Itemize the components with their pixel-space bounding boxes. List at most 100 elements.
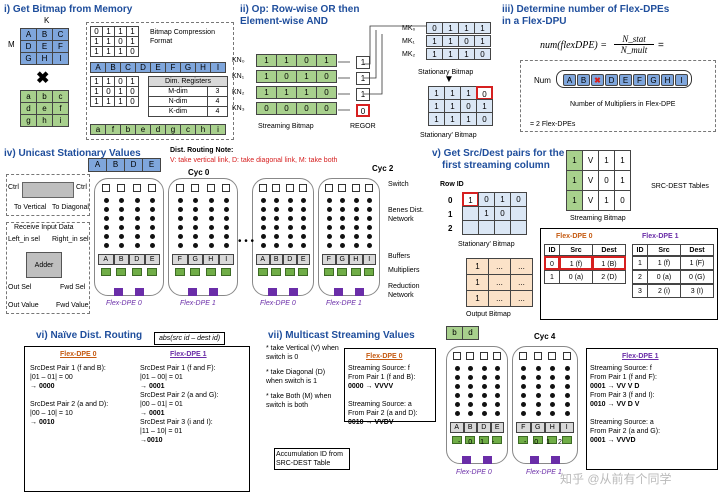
adder-node-icon <box>551 456 560 464</box>
kn-cell: 1 <box>256 70 277 83</box>
layer-switch: Switch <box>388 181 409 188</box>
network-node <box>134 234 140 239</box>
output-bitmap-cell: 1 <box>466 258 489 275</box>
network-node <box>177 225 183 230</box>
network-node <box>535 366 541 371</box>
switch-icon <box>117 184 126 192</box>
streaming-small-cell: 0 <box>598 170 615 191</box>
stationary-prime-cell: 1 <box>428 99 445 113</box>
network-node <box>521 375 527 380</box>
network-node <box>367 234 373 239</box>
mk-label: MK₁ <box>402 38 415 45</box>
network-node <box>150 234 156 239</box>
text-line: From Pair 1 (f and B): <box>348 374 416 381</box>
multicast-top-value: b <box>446 326 463 340</box>
network-node <box>340 243 346 248</box>
network-node <box>367 198 373 203</box>
formula-fraction: N_stat N_mult <box>614 34 654 55</box>
cyc4-label: Cyc 4 <box>534 332 556 341</box>
or-result-cell: 1 <box>356 56 370 69</box>
mk-cell: 1 <box>474 35 491 47</box>
switch-icon <box>519 352 528 360</box>
layer-multipliers: Multipliers <box>388 267 420 274</box>
streaming-small-cell: 1 <box>566 170 583 191</box>
accum-label: Accumulation ID from SRC-DEST Table <box>274 448 350 470</box>
stationary-prime-cell: 1 <box>428 86 445 100</box>
text-line: From Pair 2 (a and D): <box>348 410 418 417</box>
mk-cell: 0 <box>426 22 443 34</box>
bitmap-k-value: e <box>135 124 151 135</box>
text-line: SrcDest Pair 1 (f and F): <box>140 365 216 372</box>
streaming-small-cell: V <box>582 170 599 191</box>
network-node <box>454 366 460 371</box>
network-node <box>274 207 280 212</box>
buffer-cell: I <box>559 422 574 433</box>
buffer-cell: D <box>129 254 145 265</box>
buffer-cell: F <box>172 254 188 265</box>
row-id: 0 <box>448 196 453 205</box>
flexdpe-result: = 2 Flex-DPEs <box>530 121 576 128</box>
dim-value: 4 <box>207 106 228 117</box>
stationary-small-cell <box>494 220 511 235</box>
network-node <box>468 375 474 380</box>
text-line: From Pair 1 (f and F): <box>590 374 657 381</box>
output-bitmap-cell: ... <box>510 274 533 291</box>
section-title-flexdpe: iii) Determine number of Flex-DPEs <box>502 4 670 15</box>
network-node <box>326 198 332 203</box>
mk-cell: 1 <box>442 48 459 60</box>
table-cell: 1 (f) <box>647 256 681 270</box>
network-node <box>550 411 556 416</box>
ellipsis: • • • <box>238 236 255 247</box>
multicast-dpe1-label: Flex-DPE 1 <box>526 469 562 476</box>
switch-icon <box>148 184 157 192</box>
srcdest-dpe0-title: Flex-DPE 0 <box>556 233 593 240</box>
switch-icon <box>562 352 571 360</box>
network-node <box>564 366 570 371</box>
row-id: 2 <box>448 224 453 233</box>
stationary-prime-cell: 0 <box>460 99 477 113</box>
stationary-prime-cell: 1 <box>476 99 493 113</box>
network-node <box>193 225 199 230</box>
network-node <box>193 207 199 212</box>
network-node <box>208 207 214 212</box>
table-cell: 1 (F) <box>680 256 714 270</box>
network-node <box>287 198 293 203</box>
multicast-note: * take Both (M) when switch is both <box>266 393 332 409</box>
network-node <box>119 207 125 212</box>
unicast-top-value: A <box>88 158 107 172</box>
bitmap-m-value: E <box>150 62 166 73</box>
switch-icon <box>533 352 542 360</box>
bitmap-k-value: b <box>120 124 136 135</box>
text-line: 0000 → VVVV <box>348 383 394 390</box>
stationary-small-label: Stationary' Bitmap <box>458 241 515 248</box>
table-header: Src <box>559 244 593 256</box>
network-node <box>134 243 140 248</box>
text-line: 0001 → VVVD <box>590 437 636 444</box>
bitmap-k-value: c <box>180 124 196 135</box>
row-id: 1 <box>448 210 453 219</box>
network-node <box>564 384 570 389</box>
section-title-srcdest: v) Get Src/Dest pairs for the <box>432 148 565 159</box>
network-node <box>134 216 140 221</box>
unicast-dpe1-label: Flex-DPE 1 <box>180 300 216 307</box>
routing-note-title: Dist. Routing Note: <box>170 147 234 154</box>
multiplier-icon <box>364 268 375 276</box>
formula-num: N_stat <box>614 34 654 45</box>
arrow-down-icon: ▼ <box>444 74 454 85</box>
formula-eq: = <box>658 40 664 51</box>
buffer-cell: H <box>349 254 363 265</box>
adder-out-value: Out Value <box>8 302 39 309</box>
network-node <box>353 198 359 203</box>
buffer-cell: B <box>113 254 129 265</box>
bitmap-m-value: B <box>105 62 121 73</box>
switch-detail-box <box>6 174 90 216</box>
network-node <box>260 225 266 230</box>
matrix-k-cell: g <box>20 114 37 127</box>
text-line: |01 – 01| = 00 <box>30 374 73 381</box>
network-node <box>274 198 280 203</box>
